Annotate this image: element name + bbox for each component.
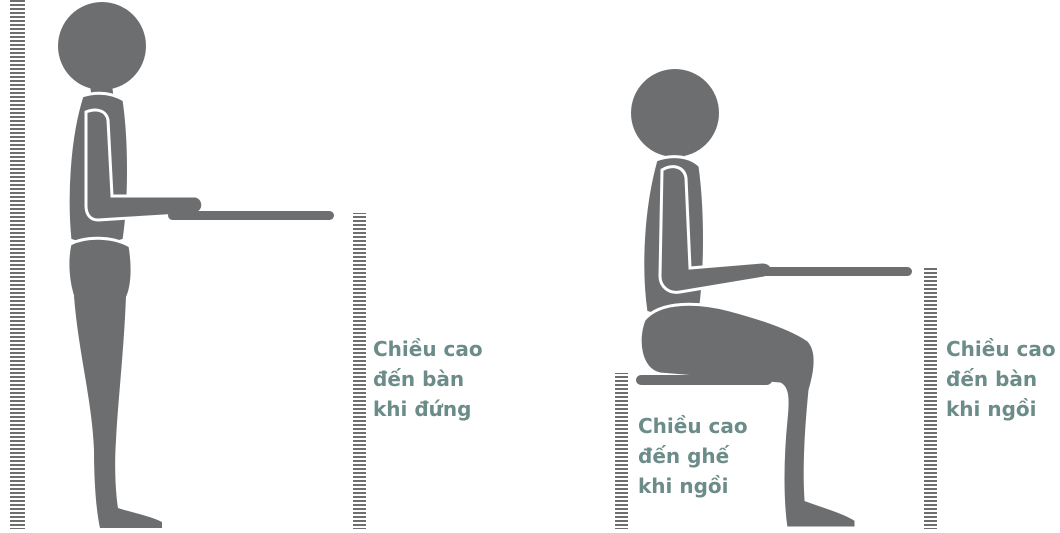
chair-label-line-1: Chiều cao [638,411,748,441]
standing-desk-top [168,211,334,220]
standing-person-hips [68,238,132,300]
standing-label-line-1: Chiều cao [373,334,483,364]
sitting-label-line-3: khi ngồi [946,394,1056,424]
standing-desk-height-label: Chiều cao đến bàn khi đứng [373,334,483,424]
standing-person-head [58,2,146,90]
standing-person-arm [86,110,203,220]
standing-label-line-3: khi đứng [373,394,483,424]
sitting-desk-top [746,267,912,276]
sitting-label-line-2: đến bàn [946,364,1056,394]
chair-label-line-3: khi ngồi [638,471,748,501]
standing-label-line-2: đến bàn [373,364,483,394]
standing-person-figure [58,2,203,528]
standing-desk-height-ruler [353,213,366,529]
chair-height-ruler [615,373,628,529]
sitting-person-head [631,69,719,157]
standing-person-height-ruler [10,0,25,529]
sitting-desk-height-ruler [924,266,937,529]
chair-height-label: Chiều cao đến ghế khi ngồi [638,411,748,501]
sitting-desk-height-label: Chiều cao đến bàn khi ngồi [946,334,1056,424]
sitting-label-line-1: Chiều cao [946,334,1056,364]
chair-label-line-2: đến ghế [638,441,748,471]
chair-seat [636,375,772,385]
standing-person-leg [74,296,162,528]
